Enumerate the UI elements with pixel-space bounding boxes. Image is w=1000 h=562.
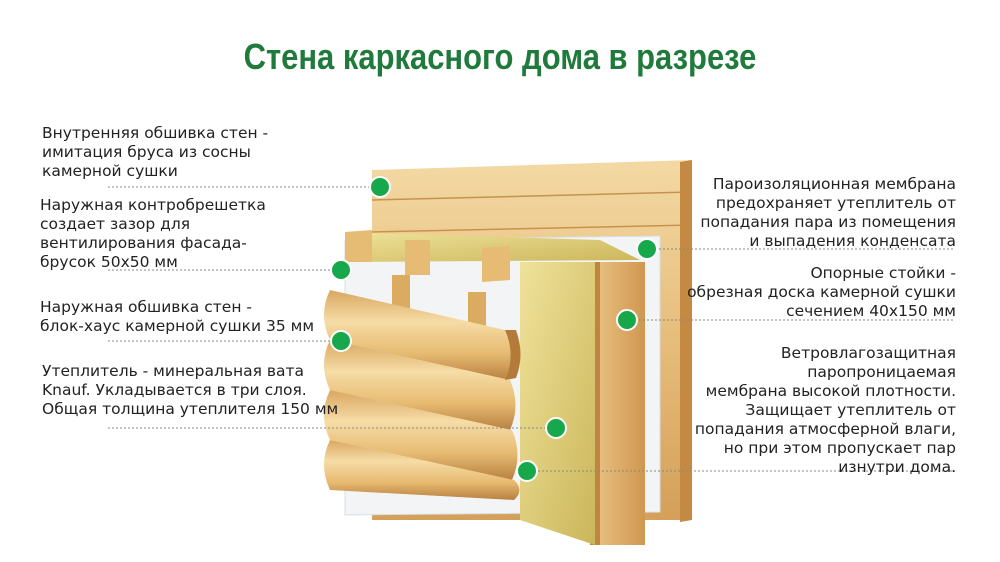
leader-lines: [108, 186, 955, 472]
marker-vapor-membrane: [636, 238, 658, 260]
label-counter-batten: Наружная контробрешетка создает зазор дл…: [40, 196, 266, 271]
insulation-block: [520, 262, 595, 545]
label-outer-lining: Наружная обшивка стен - блок-хаус камерн…: [40, 298, 315, 335]
page-title: Стена каркасного дома в разрезе: [243, 36, 757, 77]
outer-blockhouse-logs: [324, 290, 521, 500]
label-wind-membrane: Ветровлагозащитная паропроницаемая мембр…: [694, 344, 956, 476]
label-studs: Опорные стойки - обрезная доска камерной…: [687, 264, 956, 320]
label-inner-lining: Внутренняя обшивка стен - имитация бруса…: [42, 124, 269, 180]
marker-insulation: [545, 417, 567, 439]
markers: [330, 176, 658, 482]
marker-outer-lining: [330, 330, 352, 352]
marker-studs: [616, 309, 638, 331]
label-insulation: Утеплитель - минеральная вата Knauf. Укл…: [42, 362, 339, 418]
marker-counter-batten: [330, 259, 352, 281]
marker-inner-lining: [369, 176, 391, 198]
marker-wind-membrane: [516, 460, 538, 482]
label-vapor-membrane: Пароизоляционная мембрана предохраняет у…: [700, 175, 956, 250]
support-studs: [345, 230, 645, 545]
